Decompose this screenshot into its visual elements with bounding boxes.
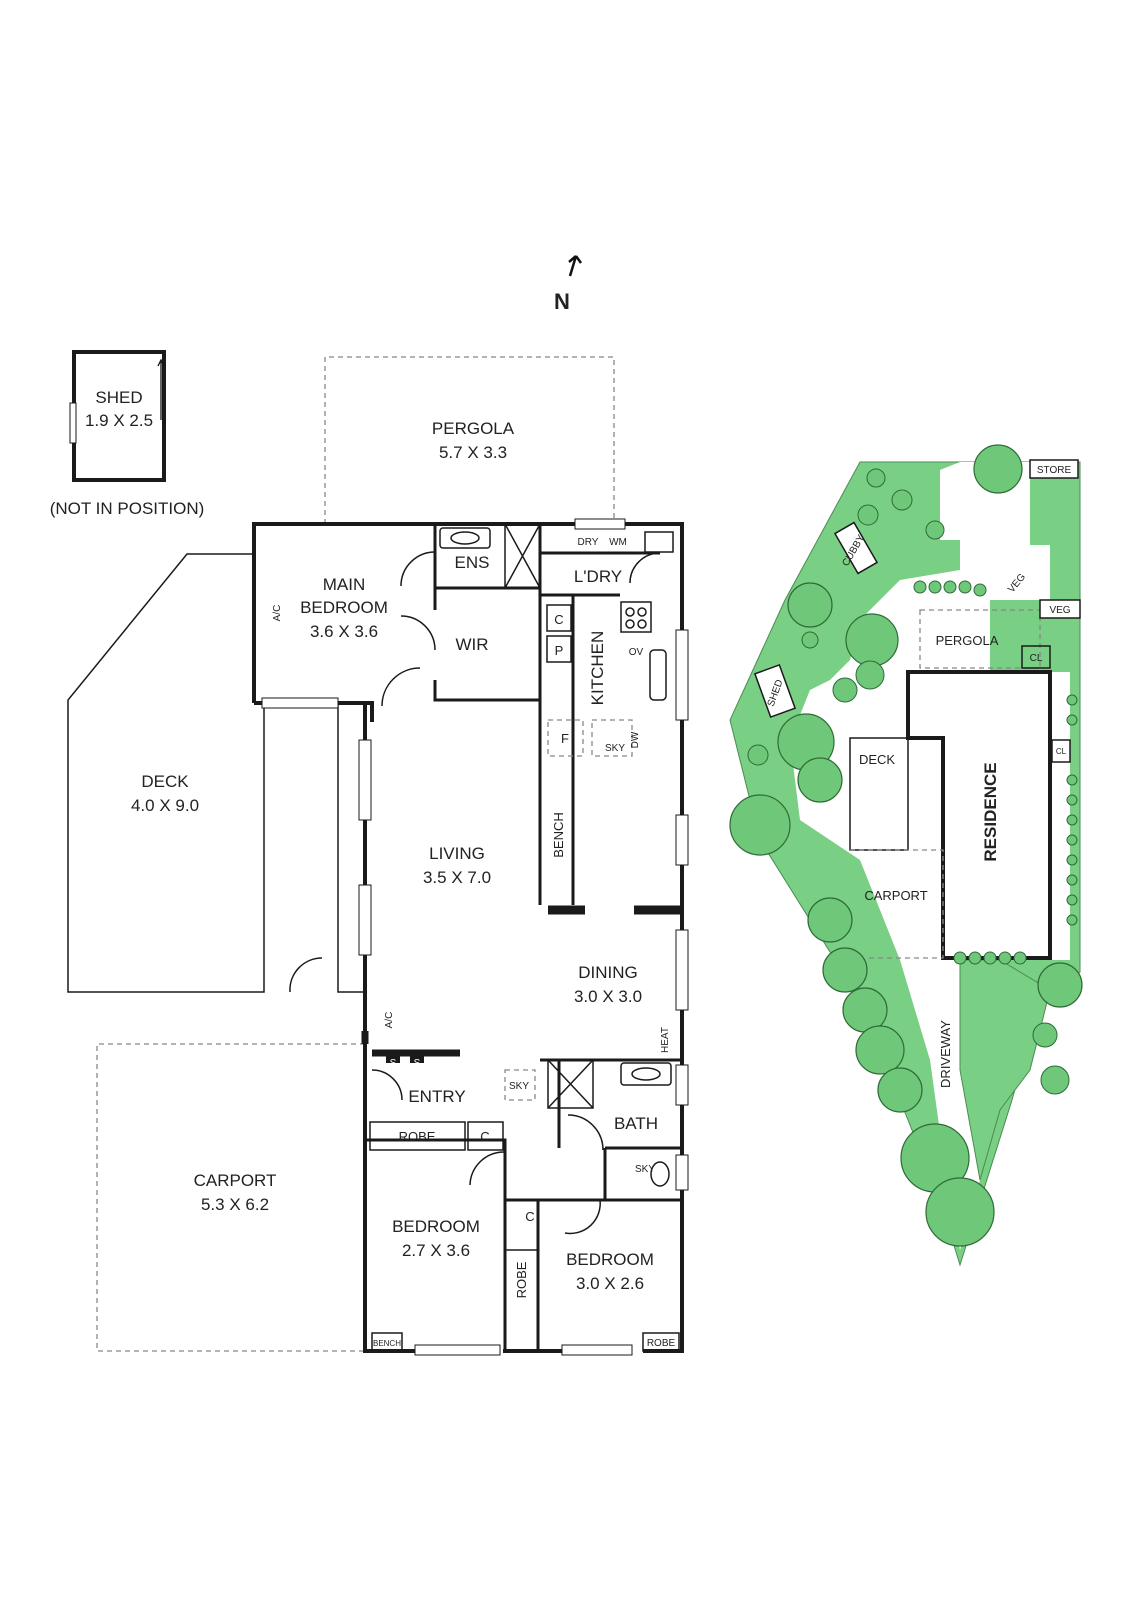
carport-size: 5.3 X 6.2 (201, 1195, 269, 1214)
svg-text:A/C: A/C (384, 1012, 395, 1029)
site-pergola-label: PERGOLA (936, 633, 999, 648)
bath-vanity (620, 1062, 672, 1086)
svg-text:C: C (554, 612, 563, 627)
site-plan: RESIDENCE CL DECK PERGOLA CL CARPORT DRI… (729, 444, 1083, 1267)
entry-label: ENTRY (408, 1087, 465, 1106)
svg-text:HEAT: HEAT (660, 1027, 671, 1053)
svg-text:ROBE: ROBE (399, 1129, 436, 1144)
shed-name: SHED (95, 388, 142, 407)
fixture-labels: A/C A/C DRY WM C P F OV SKY DW BENCH HEA… (272, 537, 675, 1349)
svg-text:ROBE: ROBE (514, 1261, 529, 1298)
ens-label: ENS (455, 553, 490, 572)
carport-name: CARPORT (194, 1171, 277, 1190)
house-walls (252, 518, 689, 1356)
shed-arrow-icon (157, 358, 165, 420)
north-label: N (554, 289, 570, 314)
cooktop (620, 601, 652, 633)
deck-outline (67, 553, 365, 993)
site-residence-label: RESIDENCE (981, 762, 1000, 861)
svg-text:WM: WM (609, 537, 627, 548)
svg-text:CL: CL (1056, 747, 1067, 756)
svg-text:VEG: VEG (1049, 605, 1070, 616)
pergola-size: 5.7 X 3.3 (439, 443, 507, 462)
svg-text:F: F (561, 731, 569, 746)
sink (649, 649, 667, 701)
ens-duct (504, 523, 541, 589)
site-pergola (919, 609, 1041, 669)
shed-door (69, 402, 77, 444)
svg-text:CL: CL (1030, 653, 1043, 664)
toilet (650, 1161, 670, 1187)
svg-text:P: P (555, 643, 564, 658)
laundry-trough (644, 531, 674, 553)
deck-size: 4.0 X 9.0 (131, 796, 199, 815)
kitchen-label: KITCHEN (588, 631, 607, 706)
main-bedroom-line2: BEDROOM (300, 598, 388, 617)
main-bedroom-line1: MAIN (323, 575, 366, 594)
bath-shower (547, 1059, 594, 1109)
north-arrow: N (554, 255, 583, 314)
bedroom2-name: BEDROOM (392, 1217, 480, 1236)
shed-note: (NOT IN POSITION) (50, 499, 205, 518)
site-carport-label: CARPORT (864, 888, 927, 903)
bedroom3-size: 3.0 X 2.6 (576, 1274, 644, 1293)
pergola: PERGOLA 5.7 X 3.3 (324, 356, 615, 524)
ens-vanity (439, 527, 491, 549)
dining-size: 3.0 X 3.0 (574, 987, 642, 1006)
svg-text:S: S (414, 1058, 421, 1069)
room-labels: MAIN BEDROOM 3.6 X 3.6 ENS WIR L'DRY KIT… (300, 553, 658, 1293)
svg-text:A/C: A/C (272, 605, 283, 622)
svg-text:BENCH: BENCH (373, 1339, 401, 1348)
bedroom2-size: 2.7 X 3.6 (402, 1241, 470, 1260)
svg-text:DRY: DRY (578, 537, 599, 548)
bath-label: BATH (614, 1114, 658, 1133)
svg-text:S: S (390, 1058, 397, 1069)
carport: CARPORT 5.3 X 6.2 (96, 1043, 365, 1352)
svg-text:C: C (480, 1129, 489, 1144)
svg-text:DW: DW (630, 731, 641, 748)
north-arrow-icon (568, 255, 583, 277)
svg-text:SKY: SKY (605, 743, 625, 754)
laundry-label: L'DRY (574, 567, 622, 586)
exterior-wall (252, 522, 684, 1353)
deck-door-swing (289, 957, 323, 993)
site-driveway-label: DRIVEWAY (938, 1020, 953, 1088)
shed-size: 1.9 X 2.5 (85, 411, 153, 430)
svg-text:C: C (525, 1209, 534, 1224)
svg-text:ROBE: ROBE (647, 1338, 676, 1349)
living-size: 3.5 X 7.0 (423, 868, 491, 887)
dining-name: DINING (578, 963, 638, 982)
site-deck-label: DECK (859, 752, 895, 767)
svg-text:OV: OV (629, 647, 644, 658)
svg-text:SKY: SKY (509, 1081, 529, 1092)
living-name: LIVING (429, 844, 485, 863)
wir-label: WIR (455, 635, 488, 654)
svg-text:SKY: SKY (635, 1164, 655, 1175)
site-carport (850, 849, 944, 959)
pergola-outline (324, 356, 615, 524)
svg-text:BENCH: BENCH (551, 812, 566, 858)
deck: DECK 4.0 X 9.0 (67, 553, 365, 993)
pergola-name: PERGOLA (432, 419, 515, 438)
main-bedroom-size: 3.6 X 3.6 (310, 622, 378, 641)
deck-name: DECK (141, 772, 189, 791)
shed: SHED 1.9 X 2.5 (NOT IN POSITION) (50, 350, 205, 518)
site-store-label: STORE (1037, 465, 1072, 476)
bedroom3-name: BEDROOM (566, 1250, 654, 1269)
